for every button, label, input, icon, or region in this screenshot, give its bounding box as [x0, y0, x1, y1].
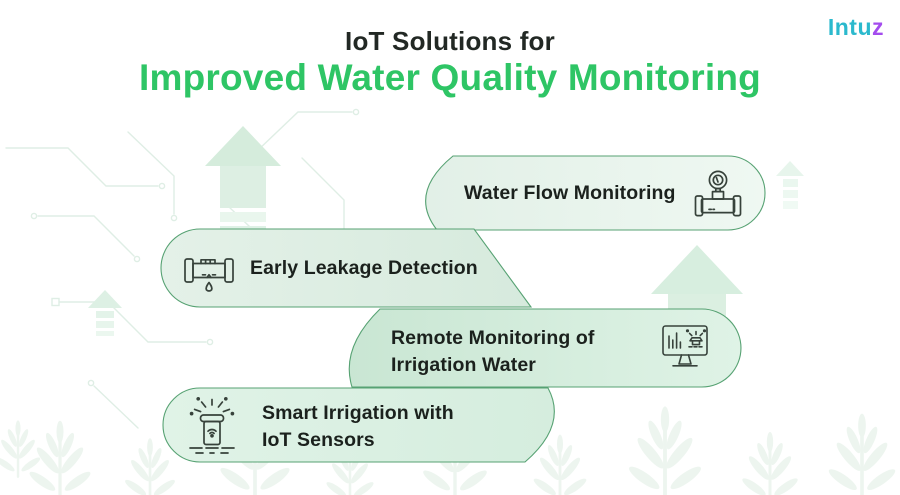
logo-text-accent: z	[872, 14, 884, 40]
capsule-label-water-flow-monitoring: Water Flow Monitoring	[464, 182, 676, 204]
page-title: IoT Solutions for	[345, 26, 555, 56]
capsule-shape-early-leakage-detection	[160, 228, 533, 308]
capsule-shape-remote-monitoring	[348, 308, 742, 388]
arrow-up-small-right	[776, 161, 804, 209]
smart-sprinkler-icon	[183, 396, 241, 463]
arrow-up-large-left	[205, 126, 281, 237]
water-flow-meter-icon	[690, 166, 746, 227]
capsule-label-smart-irrigation: Smart Irrigation with IoT Sensors	[262, 400, 454, 454]
arrow-up-small-left	[88, 290, 122, 336]
capsule-shape-smart-irrigation	[162, 387, 555, 463]
page-subtitle: Improved Water Quality Monitoring	[139, 57, 761, 98]
capsule-label-early-leakage-detection: Early Leakage Detection	[250, 257, 478, 279]
capsule-label-line2: Irrigation Water	[391, 354, 536, 376]
intuz-logo: Intuz	[828, 14, 884, 41]
capsule-label-line1: Smart Irrigation with	[262, 402, 454, 424]
capsule-label-remote-monitoring: Remote Monitoring of Irrigation Water	[391, 325, 594, 379]
capsule-shape-water-flow-monitoring	[425, 155, 766, 231]
leaking-pipe-icon	[181, 251, 237, 300]
monitor-irrigation-icon	[657, 321, 713, 376]
capsule-label-line2: IoT Sensors	[262, 429, 375, 451]
capsule-label-line1: Remote Monitoring of	[391, 327, 595, 349]
logo-text-main: Intu	[827, 14, 872, 40]
